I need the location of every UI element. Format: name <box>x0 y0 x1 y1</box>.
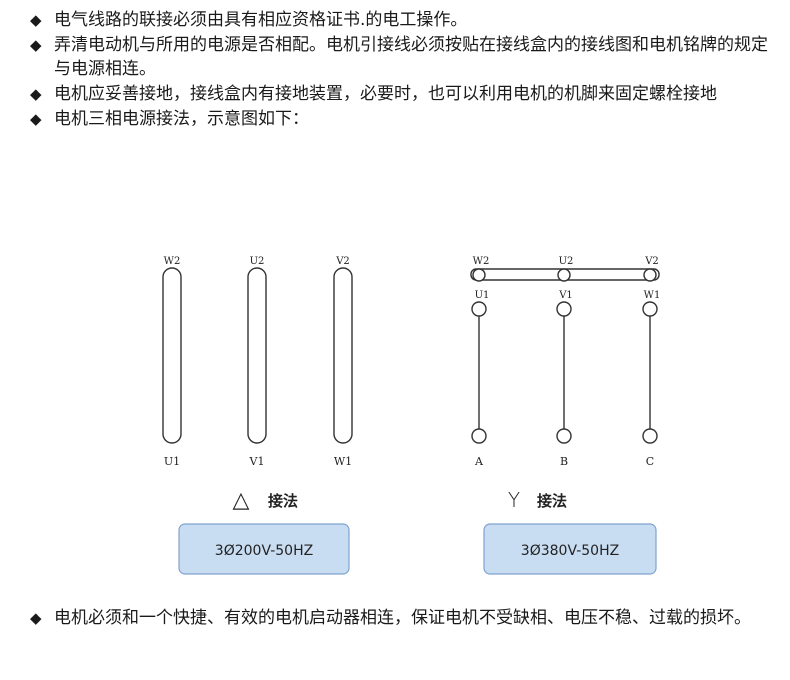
star-terminal-b <box>556 428 572 444</box>
instruction-text: 电气线路的联接必须由具有相应资格证书.的电工操作。 <box>54 10 468 30</box>
instruction-item-wiring-method: ◆ 电机三相电源接法，示意图如下： <box>30 107 770 131</box>
delta-top-label-u2: U2 <box>250 256 265 267</box>
delta-symbol-icon: △ <box>233 488 250 513</box>
delta-winding-2 <box>247 267 267 444</box>
delta-bottom-label-u1: U1 <box>164 455 180 468</box>
star-terminal-c <box>642 428 658 444</box>
delta-bottom-label-w1: W1 <box>334 455 352 468</box>
star-terminal-a <box>471 428 487 444</box>
star-method-label: 接法 <box>537 492 567 510</box>
delta-bottom-label-v1: V1 <box>249 455 265 468</box>
star-terminal-w1 <box>642 301 658 317</box>
wiring-diagram: W2 U2 V2 U1 V1 W1 W2 U2 V2 U1 V1 W1 A B … <box>162 256 661 575</box>
delta-method-label: 接法 <box>268 492 298 510</box>
star-top-label-w2: W2 <box>473 256 490 267</box>
diamond-bullet-icon: ◆ <box>30 609 42 627</box>
star-voltage-box <box>483 523 657 575</box>
instruction-list: ◆ 电气线路的联接必须由具有相应资格证书.的电工操作。 ◆ 弄清电动机与所用的电… <box>30 8 770 132</box>
star-top-label-u2: U2 <box>559 256 574 267</box>
instruction-text: 电机三相电源接法，示意图如下： <box>54 109 309 129</box>
star-top-label-v2: V2 <box>644 256 659 267</box>
star-terminal-v1 <box>556 301 572 317</box>
delta-voltage-label: 3Ø200V-50HZ <box>215 543 313 559</box>
instruction-text: 电机应妥善接地，接线盒内有接地装置，必要时，也可以利用电机的机脚来固定螺栓接地 <box>54 84 717 104</box>
delta-top-label-v2: V2 <box>335 256 350 267</box>
star-bottom-label-a: A <box>474 455 484 468</box>
star-bottom-label-c: C <box>646 455 654 468</box>
instruction-text: 弄清电动机与所用的电源是否相配。电机引接线必须按贴在接线盒内的接线图和电机铭牌的… <box>54 35 768 79</box>
star-voltage-label: 3Ø380V-50HZ <box>521 543 619 559</box>
instruction-item-qualified-electrician: ◆ 电气线路的联接必须由具有相应资格证书.的电工操作。 <box>30 8 770 32</box>
diamond-bullet-icon: ◆ <box>30 85 42 103</box>
instruction-item-starter: ◆ 电机必须和一个快捷、有效的电机启动器相连，保证电机不受缺相、电压不稳、过载的… <box>30 606 770 630</box>
delta-winding-3 <box>333 267 353 444</box>
instruction-item-grounding: ◆ 电机应妥善接地，接线盒内有接地装置，必要时，也可以利用电机的机脚来固定螺栓接… <box>30 82 770 106</box>
instruction-text: 电机必须和一个快捷、有效的电机启动器相连，保证电机不受缺相、电压不稳、过载的损坏… <box>54 608 751 628</box>
star-mid-label-u1: U1 <box>475 290 490 301</box>
delta-voltage-box <box>178 523 350 575</box>
footer-note: ◆ 电机必须和一个快捷、有效的电机启动器相连，保证电机不受缺相、电压不稳、过载的… <box>30 606 770 631</box>
star-mid-label-w1: W1 <box>644 290 661 301</box>
star-symbol-icon: Y <box>508 488 520 512</box>
star-terminal-u1 <box>471 301 487 317</box>
diamond-bullet-icon: ◆ <box>30 11 42 29</box>
diamond-bullet-icon: ◆ <box>30 36 42 54</box>
instruction-item-power-match: ◆ 弄清电动机与所用的电源是否相配。电机引接线必须按贴在接线盒内的接线图和电机铭… <box>30 33 770 81</box>
delta-top-label-w2: W2 <box>164 256 181 267</box>
diamond-bullet-icon: ◆ <box>30 110 42 128</box>
delta-winding-1 <box>162 267 182 444</box>
star-bottom-label-b: B <box>560 455 568 468</box>
star-mid-label-v1: V1 <box>558 290 573 301</box>
